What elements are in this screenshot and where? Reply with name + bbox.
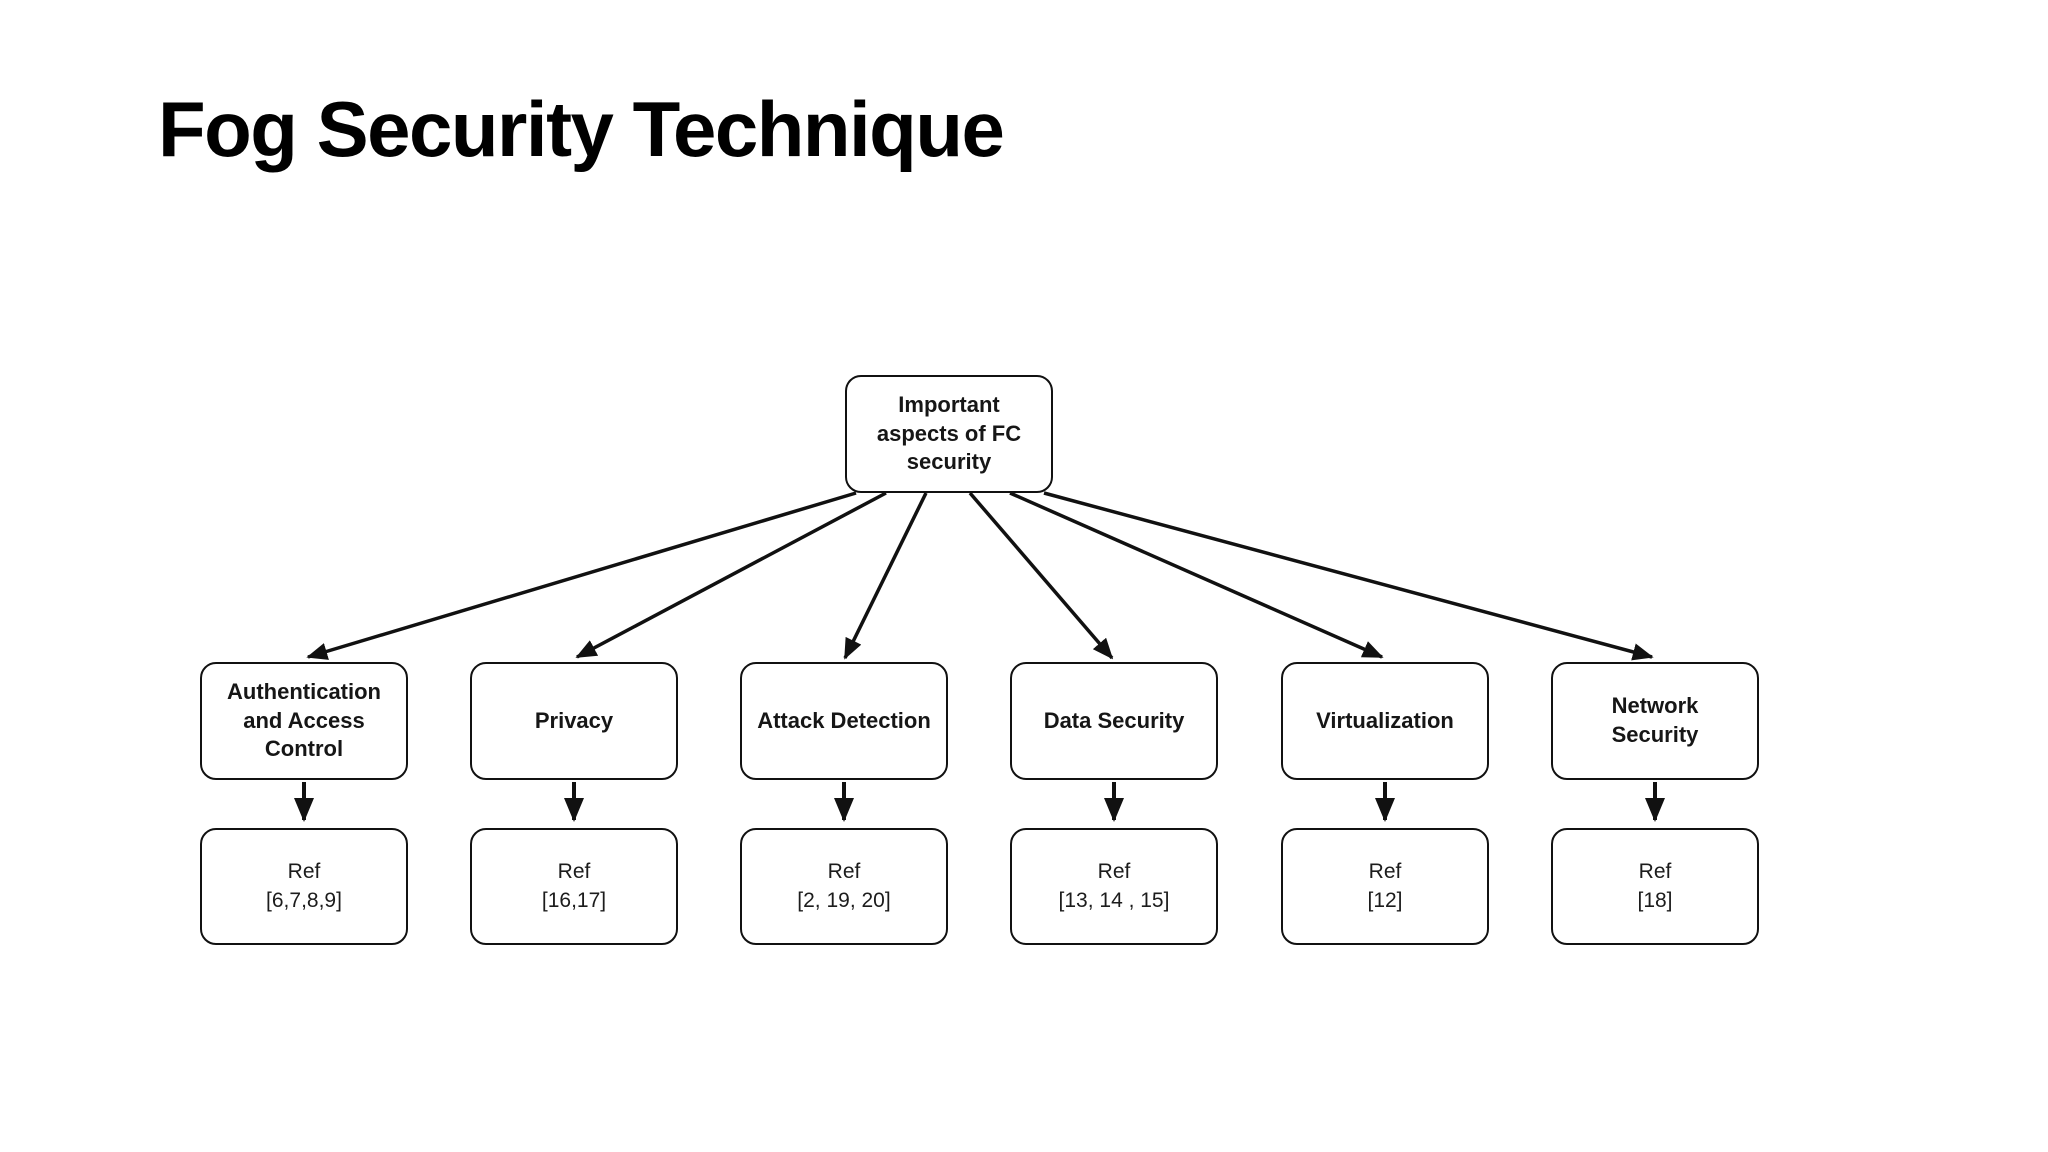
node-label: Authentication and Access Control xyxy=(227,679,381,762)
ref-box-network-security: Ref [18] xyxy=(1551,828,1759,945)
node-label: Virtualization xyxy=(1316,707,1454,733)
ref-label: Ref xyxy=(1638,860,1672,884)
node-authentication-and-access-control: Authentication and Access Control xyxy=(200,662,408,780)
ref-numbers: [18] xyxy=(1637,888,1673,912)
ref-label: Ref xyxy=(557,860,591,884)
fan-arrows xyxy=(306,491,1654,661)
arrow-root-to-network-security xyxy=(1043,491,1654,661)
ref-numbers: [2, 19, 20] xyxy=(797,888,891,912)
ref-numbers: [16,17] xyxy=(541,888,607,912)
node-label: Data Security xyxy=(1043,707,1185,733)
ref-label: Ref xyxy=(1097,860,1131,884)
node-attack-detection: Attack Detection xyxy=(740,662,948,780)
node-label: Attack Detection xyxy=(757,707,931,733)
ref-box-data-security: Ref [13, 14 , 15] xyxy=(1010,828,1218,945)
ref-box-authentication: Ref [6,7,8,9] xyxy=(200,828,408,945)
node-label: Network Security xyxy=(1611,693,1699,747)
ref-label: Ref xyxy=(1368,860,1402,884)
ref-box-privacy: Ref [16,17] xyxy=(470,828,678,945)
ref-box-attack-detection: Ref [2, 19, 20] xyxy=(740,828,948,945)
node-privacy: Privacy xyxy=(470,662,678,780)
node-virtualization: Virtualization xyxy=(1281,662,1489,780)
ref-box-virtualization: Ref [12] xyxy=(1281,828,1489,945)
ref-label: Ref xyxy=(827,860,861,884)
arrow-root-to-authentication xyxy=(306,491,857,660)
page-title: Fog Security Technique xyxy=(158,85,1005,173)
node-network-security: Network Security xyxy=(1551,662,1759,780)
ref-label: Ref xyxy=(287,860,321,884)
ref-numbers: [6,7,8,9] xyxy=(266,888,342,912)
arrow-root-to-privacy xyxy=(575,491,887,659)
drop-arrows xyxy=(294,782,1665,822)
arrow-root-to-attack-detection xyxy=(843,492,928,660)
node-data-security: Data Security xyxy=(1010,662,1218,780)
arrow-root-to-data-security xyxy=(968,491,1114,660)
node-label: Privacy xyxy=(534,707,614,733)
node-important-aspects-of-fc-security: Important aspects of FC security xyxy=(845,375,1053,493)
arrow-root-to-virtualization xyxy=(1009,491,1384,659)
ref-numbers: [12] xyxy=(1367,888,1403,912)
node-label: Important aspects of FC security xyxy=(876,392,1022,475)
ref-numbers: [13, 14 , 15] xyxy=(1058,888,1170,912)
